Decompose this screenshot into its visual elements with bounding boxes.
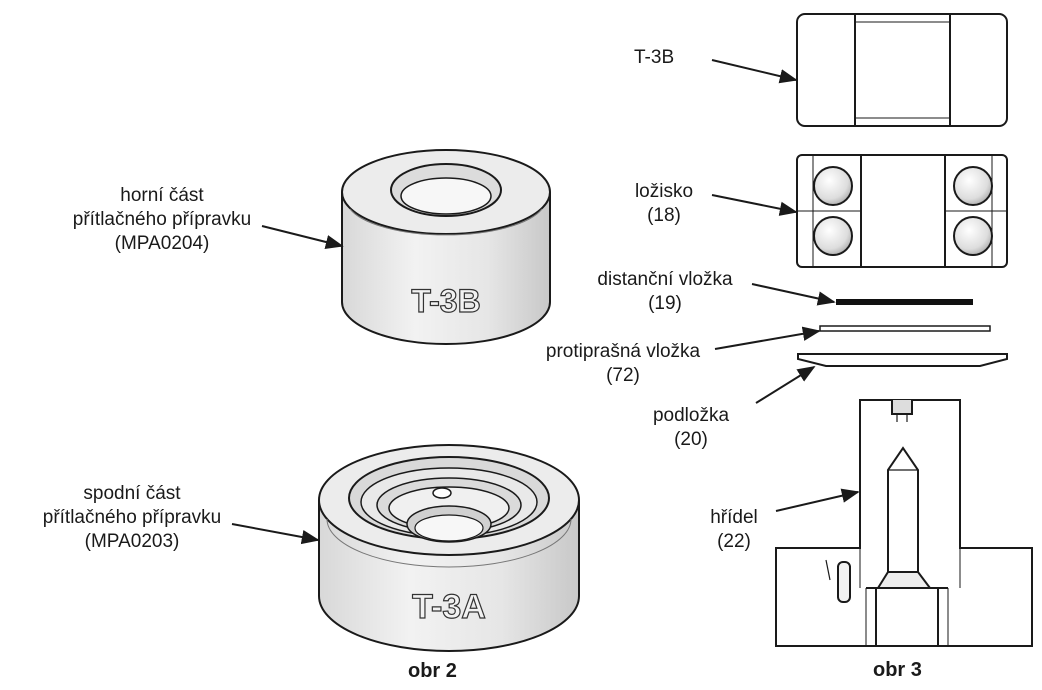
arrow-lower-part [231,523,320,545]
arrow-bearing [711,194,798,216]
upper-press-tool: T-3B [341,149,551,345]
washer-part [797,353,1008,367]
arrow-shaft [775,488,860,512]
label-dust-shield: protiprašná vložka (72) [545,341,701,386]
label-washer: podložka (20) [652,405,730,450]
caption-fig2: obr 2 [408,660,457,682]
lower-press-tool: T-3A [318,444,580,652]
label-spacer: distanční vložka (19) [597,269,733,314]
shaft-section [775,399,1033,647]
label-t3b: T-3B [634,47,675,68]
arrow-upper-part [261,225,344,250]
arrow-spacer [751,283,836,306]
bearing-section [796,154,1008,268]
spacer-part [836,299,973,305]
label-lower-part: spodní část přítlačného přípravku (MPA02… [42,483,222,552]
upper-engraving: T-3B [411,283,480,319]
t3b-side-view [796,13,1008,127]
arrow-dust-shield [714,326,821,350]
label-upper-part: horní část přítlačného přípravku (MPA020… [72,185,252,254]
arrow-t3b [711,59,798,84]
lower-engraving: T-3A [412,588,486,626]
arrow-washer [755,366,816,404]
dust-shield-part [819,325,991,332]
label-shaft: hřídel (22) [710,507,758,552]
caption-fig3: obr 3 [873,659,922,681]
leader-arrows [231,59,860,545]
label-bearing: ložisko (18) [634,181,694,226]
